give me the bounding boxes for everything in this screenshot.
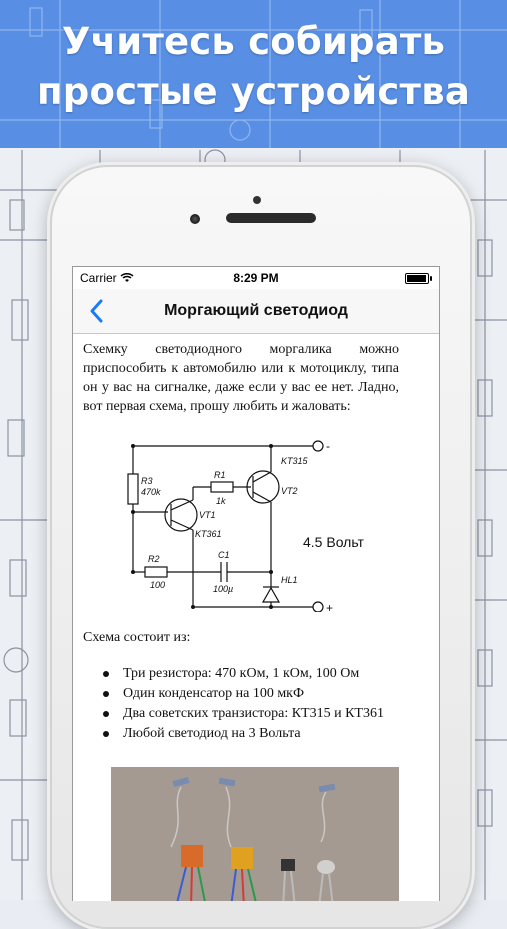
back-button[interactable] [87, 296, 109, 326]
r3-value: 470k [141, 487, 161, 497]
article-content: Схемку светодиодного моргалика можно при… [73, 334, 439, 901]
phone-screen: Carrier 8:29 PM Моргающий светодиод Схем… [72, 266, 440, 901]
list-item: Один конденсатор на 100 мкФ [101, 684, 421, 704]
battery-icon [405, 273, 432, 284]
schematic-minus-label: - [326, 439, 330, 453]
r2-value: 100 [150, 580, 165, 590]
parts-list: Три резистора: 470 кОм, 1 кОм, 100 Ом Од… [101, 664, 421, 744]
list-item: Любой светодиод на 3 Вольта [101, 724, 421, 744]
earpiece-speaker [226, 213, 316, 223]
headline-line-2: простые устройства [37, 70, 470, 113]
status-time: 8:29 PM [233, 271, 279, 285]
r3-label: R3 [141, 476, 153, 486]
navigation-bar: Моргающий светодиод [73, 289, 439, 334]
circuit-schematic: - + R3 470k R1 1k VT1 KT361 KT315 VT2 R2… [127, 439, 365, 612]
vt2-type: KT315 [281, 456, 309, 466]
c1-value: 100µ [213, 584, 233, 594]
consists-label: Схема состоит из: [83, 630, 191, 645]
proximity-sensor [253, 196, 261, 204]
promo-banner [0, 0, 507, 148]
wifi-icon [120, 272, 134, 282]
chevron-left-icon [90, 299, 103, 323]
components-photo [111, 767, 399, 901]
vt1-type: KT361 [195, 529, 222, 539]
intro-paragraph: Схемку светодиодного моргалика можно при… [83, 342, 399, 414]
status-bar: Carrier 8:29 PM [73, 267, 439, 289]
c1-label: C1 [218, 550, 230, 560]
list-item: Два советских транзистора: КТ315 и КТ361 [101, 704, 421, 724]
page-title: Моргающий светодиод [164, 302, 348, 319]
r1-label: R1 [214, 470, 226, 480]
headline-line-1: Учитесь собирать [61, 20, 446, 63]
schematic-plus-label: + [326, 601, 333, 612]
banner-schematic-pattern [0, 0, 507, 148]
r2-label: R2 [148, 554, 160, 564]
front-camera-icon [190, 214, 200, 224]
voltage-label: 4.5 Вольт [303, 534, 365, 550]
hl1-label: HL1 [281, 575, 298, 585]
carrier-label: Carrier [80, 271, 134, 285]
vt2-label: VT2 [281, 486, 298, 496]
list-item: Три резистора: 470 кОм, 1 кОм, 100 Ом [101, 664, 421, 684]
vt1-label: VT1 [199, 510, 216, 520]
r1-value: 1k [216, 496, 226, 506]
